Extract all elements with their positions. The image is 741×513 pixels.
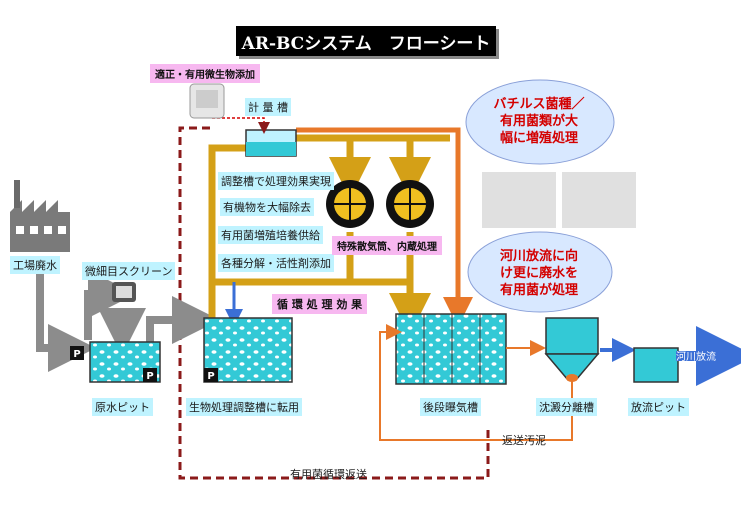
aeration-drum-right	[386, 180, 434, 228]
pump-symbol-1: P	[73, 349, 80, 360]
note-3: 有用菌増殖培養供給	[218, 226, 323, 244]
additive-label: 適正・有用微生物添加	[150, 64, 260, 83]
factory-icon	[10, 180, 70, 252]
raw-pit-label: 原水ピット	[92, 398, 153, 416]
bio-tank-label: 生物処理調整槽に転用	[186, 398, 302, 416]
blower-photo-2	[562, 172, 636, 228]
settling-label: 沈澱分離槽	[536, 398, 597, 416]
discharge-pit	[633, 347, 679, 383]
circulation-label: 循 環 処 理 効 果	[272, 294, 368, 314]
dosing-pump-icon	[189, 83, 225, 119]
aeration-device-label: 特殊散気筒、内蔵処理	[332, 236, 442, 255]
bio-treatment-tank	[203, 317, 293, 383]
cloud-mid-text: 河川放流に向 け更に廃水を 有用菌が処理	[499, 249, 578, 298]
discharge-pit-label: 放流ピット	[628, 398, 689, 416]
blower-photo-1	[482, 172, 556, 228]
return-sludge-label: 返送汚泥	[502, 434, 546, 447]
note-1: 調整槽で処理効果実現	[218, 172, 334, 190]
metering-tank-label: 計 量 槽	[245, 98, 291, 116]
pump-symbol-3: P	[207, 371, 214, 382]
aeration-drum-left	[326, 180, 374, 228]
note-4: 各種分解・活性剤添加	[218, 254, 334, 272]
page-title: AR-BCシステム フローシート	[236, 26, 496, 56]
cloud-top	[465, 79, 615, 165]
screen-label: 微細目スクリーン	[82, 262, 176, 280]
cloud-mid	[467, 231, 613, 313]
metering-tank	[245, 129, 297, 157]
orange-top-line	[296, 127, 473, 327]
bacteria-return-loop	[178, 126, 490, 480]
note-2: 有機物を大幅除去	[220, 198, 314, 216]
screen-device-icon	[112, 282, 136, 302]
settling-tank	[544, 317, 600, 382]
river-label: 河川放流	[676, 352, 716, 363]
wastewater-label: 工場廃水	[10, 256, 60, 274]
post-aeration-tank	[395, 313, 507, 385]
pump-symbol-2: P	[146, 371, 153, 382]
cloud-top-text: バチルス菌種／ 有用菌類が大 幅に増殖処理	[493, 97, 585, 146]
screen-feed-pipe	[84, 270, 136, 340]
raw-pit-tank	[70, 341, 161, 383]
return-bacteria-label: 有用菌循環返送	[290, 468, 367, 481]
post-aeration-label: 後段曝気槽	[420, 398, 481, 416]
inflow-pipe	[36, 272, 96, 372]
gold-main-loop	[208, 144, 248, 372]
